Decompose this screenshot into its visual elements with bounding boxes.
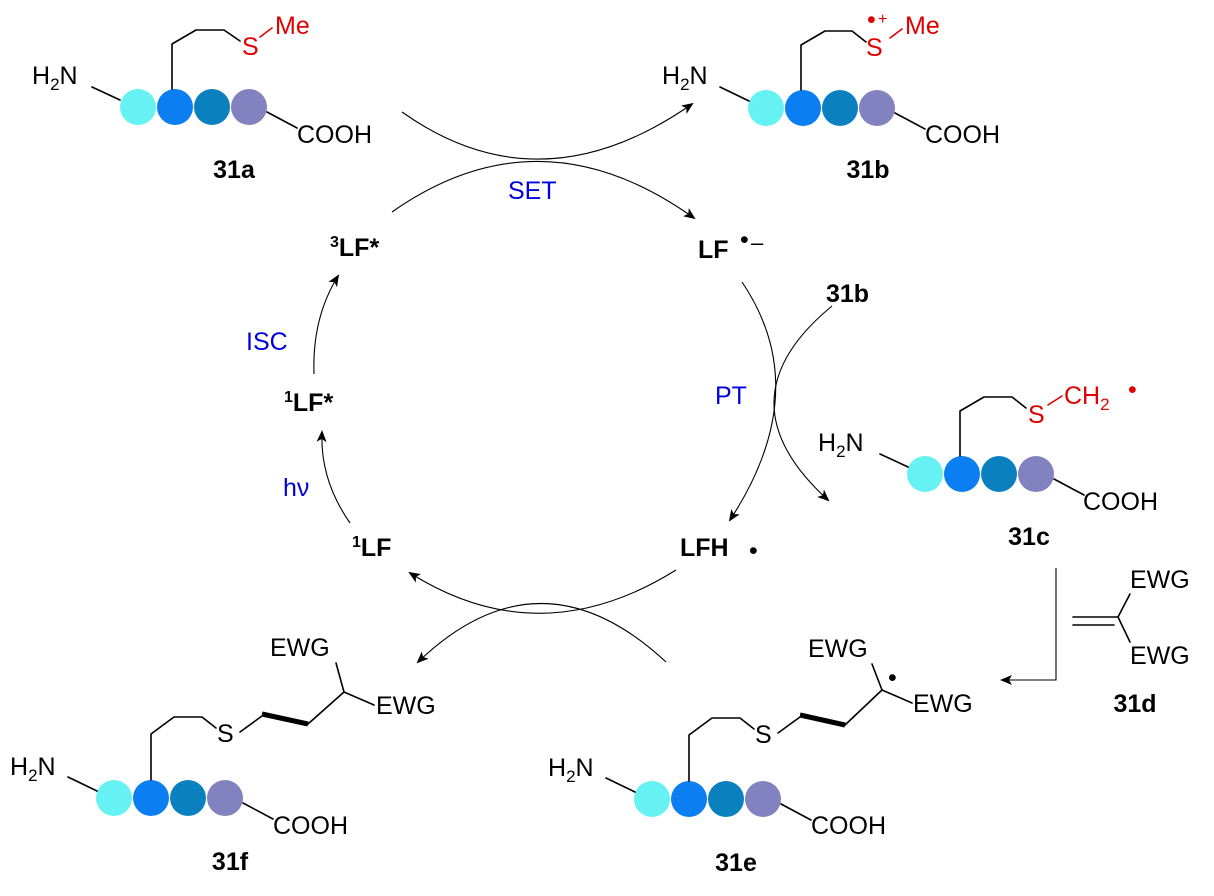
arrow-LFH-to-1LF [408,569,677,614]
bead-1 [120,89,156,125]
cycle-arrows [313,102,1057,685]
radical-cation-charge: • [867,6,876,34]
step-hv: hν [283,474,309,502]
triplet-excited-flavin: 3LF* [330,234,379,262]
bead-2 [944,456,980,492]
compound-31b: H2N S • + Me COOH 31b [662,6,1000,184]
bead-4 [231,89,267,125]
bead-3 [981,456,1017,492]
singlet-excited-flavin: 1LF* [284,389,333,417]
bead-2 [785,90,821,126]
sulfur-label: S [217,720,234,748]
step-set: SET [508,177,557,205]
compound-label-31d: 31d [1113,690,1156,718]
bead-3 [708,781,744,817]
compound-label-31c: 31c [1008,523,1050,551]
compound-label-31e: 31e [715,849,757,877]
step-isc: ISC [246,328,288,356]
bead-1 [907,456,943,492]
step-labels: SET ISC PT hν [246,177,747,502]
compound-31a: H2N S Me COOH 31a [32,12,372,184]
bead-4 [1018,456,1054,492]
bead-1 [96,780,132,816]
acid-label: COOH [811,812,886,840]
plus-charge: + [878,11,887,28]
bead-4 [859,90,895,126]
compound-31e: H2N S EWG EWG • COOH 31e [548,635,973,877]
arrow-1LF-to-1LF-excited [316,430,351,524]
cycle-species: 3LF* LF • – 1LF* LFH • 1LF 31b [284,226,869,565]
amine-label: H2N [10,753,56,785]
compound-label-31f: 31f [212,848,249,876]
ewg-label-bottom: EWG [1130,642,1190,670]
amine-label: H2N [548,754,594,786]
methyl-label: Me [275,12,310,40]
neutral-flavin-radical: LFH [680,534,729,562]
bead-3 [822,90,858,126]
bead-3 [194,89,230,125]
bead-2 [157,89,193,125]
bead-1 [748,90,784,126]
compound-label-31b: 31b [846,156,889,184]
compound-31d: EWG EWG 31d [1072,566,1190,718]
compound-label-31a: 31a [213,156,256,184]
step-pt: PT [715,382,747,410]
sulfur-label: S [242,33,259,61]
amine-label: H2N [32,62,78,94]
amine-label: H2N [662,62,708,94]
reagent-31b: 31b [826,280,869,308]
arrow-31a-to-31b [401,102,694,160]
bead-2 [133,780,169,816]
neutral-radical-dot: • [749,537,758,565]
sulfur-radical-cation-label: S [866,34,883,62]
sulfur-label: S [1028,401,1045,429]
methyl-label: Me [905,12,940,40]
ground-state-flavin: 1LF [352,534,391,562]
amine-text: H [32,62,50,90]
amine-label: H2N [818,429,864,461]
acid-label: COOH [297,121,372,149]
bead-3 [170,780,206,816]
arrow-31e-to-31f [416,602,667,664]
ewg-label-right: EWG [913,690,973,718]
bead-4 [207,780,243,816]
acid-label: COOH [1083,488,1158,516]
bead-4 [745,781,781,817]
ewg-label-top: EWG [808,635,868,663]
bead-1 [634,781,670,817]
compound-31c: H2N S CH2 • COOH 31c [818,376,1158,551]
arrow-3LF-to-LF-radical-anion [391,160,696,220]
sulfur-label: S [755,721,772,749]
acid-label: COOH [925,121,1000,149]
radical-anion-minus: – [751,230,764,255]
compound-31f: H2N S EWG EWG COOH 31f [10,634,436,876]
flavin-radical-anion: LF [698,236,729,264]
arrow-LF-radical-anion-to-LFH [728,281,777,522]
radical-anion-dot: • [740,226,749,254]
methylene-radical-label: CH2 [1064,382,1110,414]
carbon-radical-dot: • [888,664,897,692]
ewg-label-top: EWG [270,634,330,662]
acid-label: COOH [273,812,348,840]
arrow-1LF-excited-to-3LF [313,274,340,375]
methylene-radical-dot: • [1128,376,1137,404]
ewg-label-right: EWG [376,692,436,720]
bead-2 [671,781,707,817]
arrow-31c-to-31e [1000,568,1057,685]
arrow-31b-to-31c [773,305,833,502]
ewg-label-top: EWG [1130,566,1190,594]
